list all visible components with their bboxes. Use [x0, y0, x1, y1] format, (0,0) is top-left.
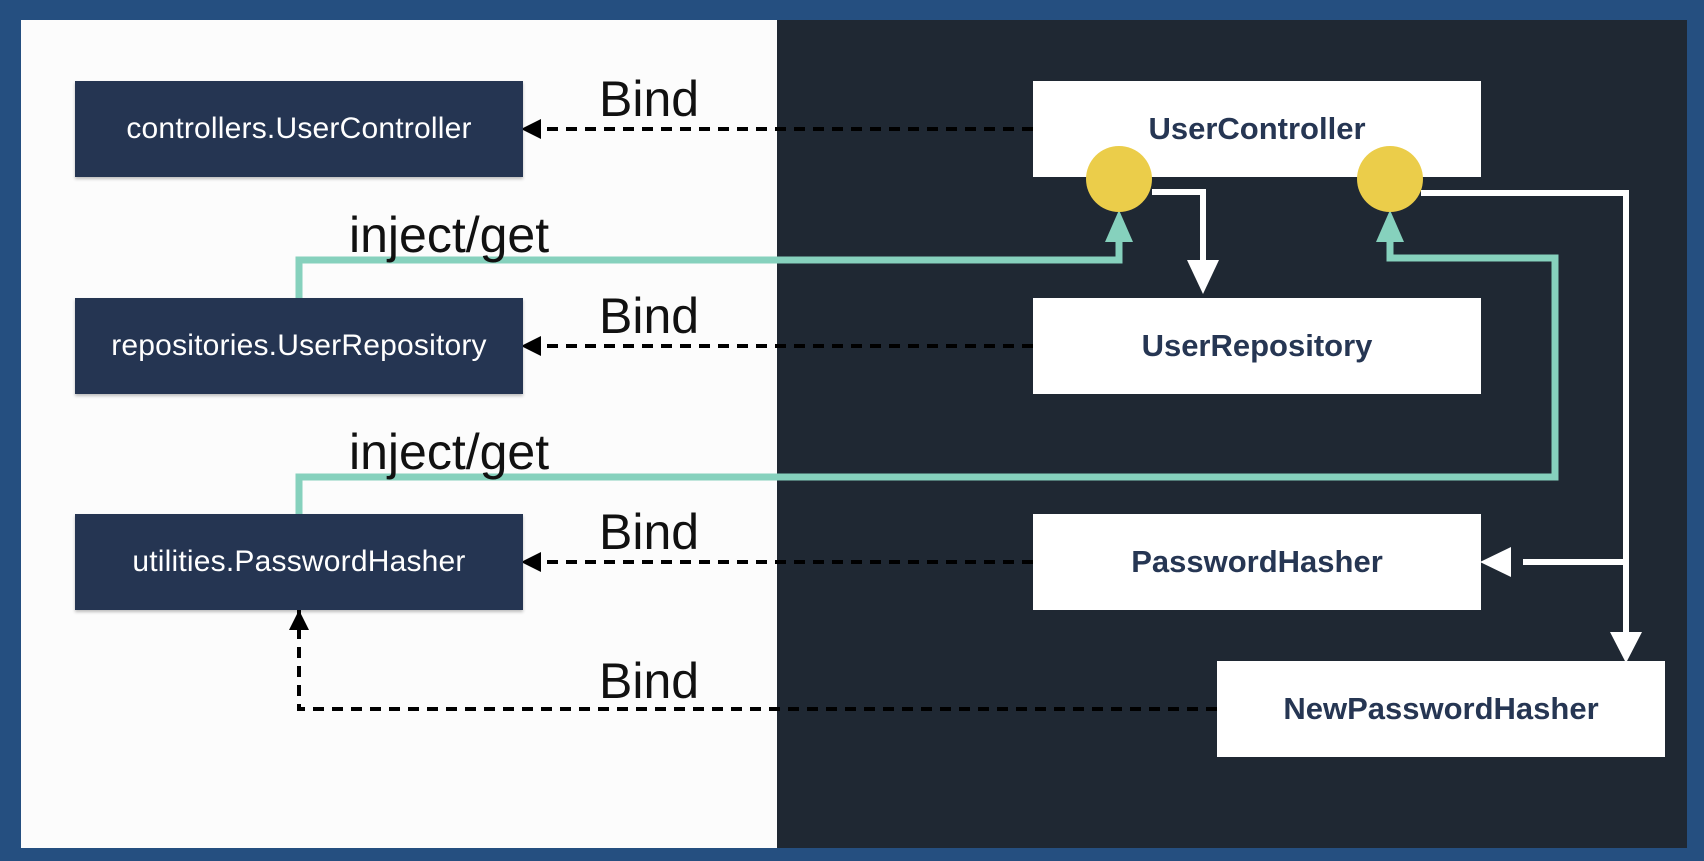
interface-node-label: utilities.PasswordHasher [132, 545, 466, 578]
inject-label-user-repository: inject/get [349, 207, 550, 263]
implementation-node-label: PasswordHasher [1131, 544, 1383, 579]
bind-label-new-password-hasher: Bind [599, 653, 700, 709]
injection-port-2[interactable] [1357, 146, 1423, 212]
implementation-node-label: NewPasswordHasher [1283, 691, 1599, 726]
bind-edges [297, 127, 1217, 711]
bind-label-user-controller: Bind [599, 71, 700, 127]
inject-arrowhead-port-2 [1376, 210, 1404, 242]
dependency-arrowhead-new-password-hasher [1610, 632, 1642, 663]
implementation-node-label: UserRepository [1141, 328, 1373, 363]
dependency-arrowhead-password-hasher [1480, 547, 1511, 577]
bind-edge-new-password-hasher [297, 610, 1217, 711]
implementation-node-user-repository[interactable]: UserRepository [1033, 298, 1481, 394]
bind-arrowhead-new-password-hasher [289, 610, 309, 630]
interface-node-label: repositories.UserRepository [111, 329, 487, 362]
inject-edges [295, 234, 1559, 514]
inject-edge-password-hasher [295, 234, 1559, 514]
dependency-arrowheads [1187, 260, 1642, 663]
interface-node-user-controller[interactable]: controllers.UserController [75, 81, 523, 177]
dependency-arrowhead-user-repository [1187, 260, 1219, 294]
interface-node-user-repository[interactable]: repositories.UserRepository [75, 298, 523, 394]
implementation-node-label: UserController [1148, 111, 1366, 146]
inject-label-password-hasher: inject/get [349, 424, 550, 480]
bind-label-password-hasher: Bind [599, 504, 700, 560]
inject-arrowheads [1105, 210, 1404, 242]
bind-arrowheads [289, 119, 541, 630]
edges-layer [289, 119, 1642, 711]
diagram-frame: Bind Bind Bind Bind inject/get inject/ge… [21, 20, 1687, 848]
interface-node-password-hasher[interactable]: utilities.PasswordHasher [75, 514, 523, 610]
implementation-node-new-password-hasher[interactable]: NewPasswordHasher [1217, 661, 1665, 757]
dependency-edge-user-repository [1152, 189, 1206, 260]
dependency-edge-new-password-hasher [1421, 190, 1629, 636]
bind-arrowhead-user-controller [521, 119, 541, 139]
injection-port-1[interactable] [1086, 146, 1152, 212]
interface-node-label: controllers.UserController [126, 112, 472, 145]
inject-arrowhead-port-1 [1105, 210, 1133, 242]
bind-arrowhead-user-repository [521, 336, 541, 356]
bind-label-user-repository: Bind [599, 288, 700, 344]
implementation-node-password-hasher[interactable]: PasswordHasher [1033, 514, 1481, 610]
inject-edge-user-repository [295, 234, 1123, 298]
bind-arrowhead-password-hasher [521, 552, 541, 572]
dependency-edges [1152, 189, 1629, 636]
